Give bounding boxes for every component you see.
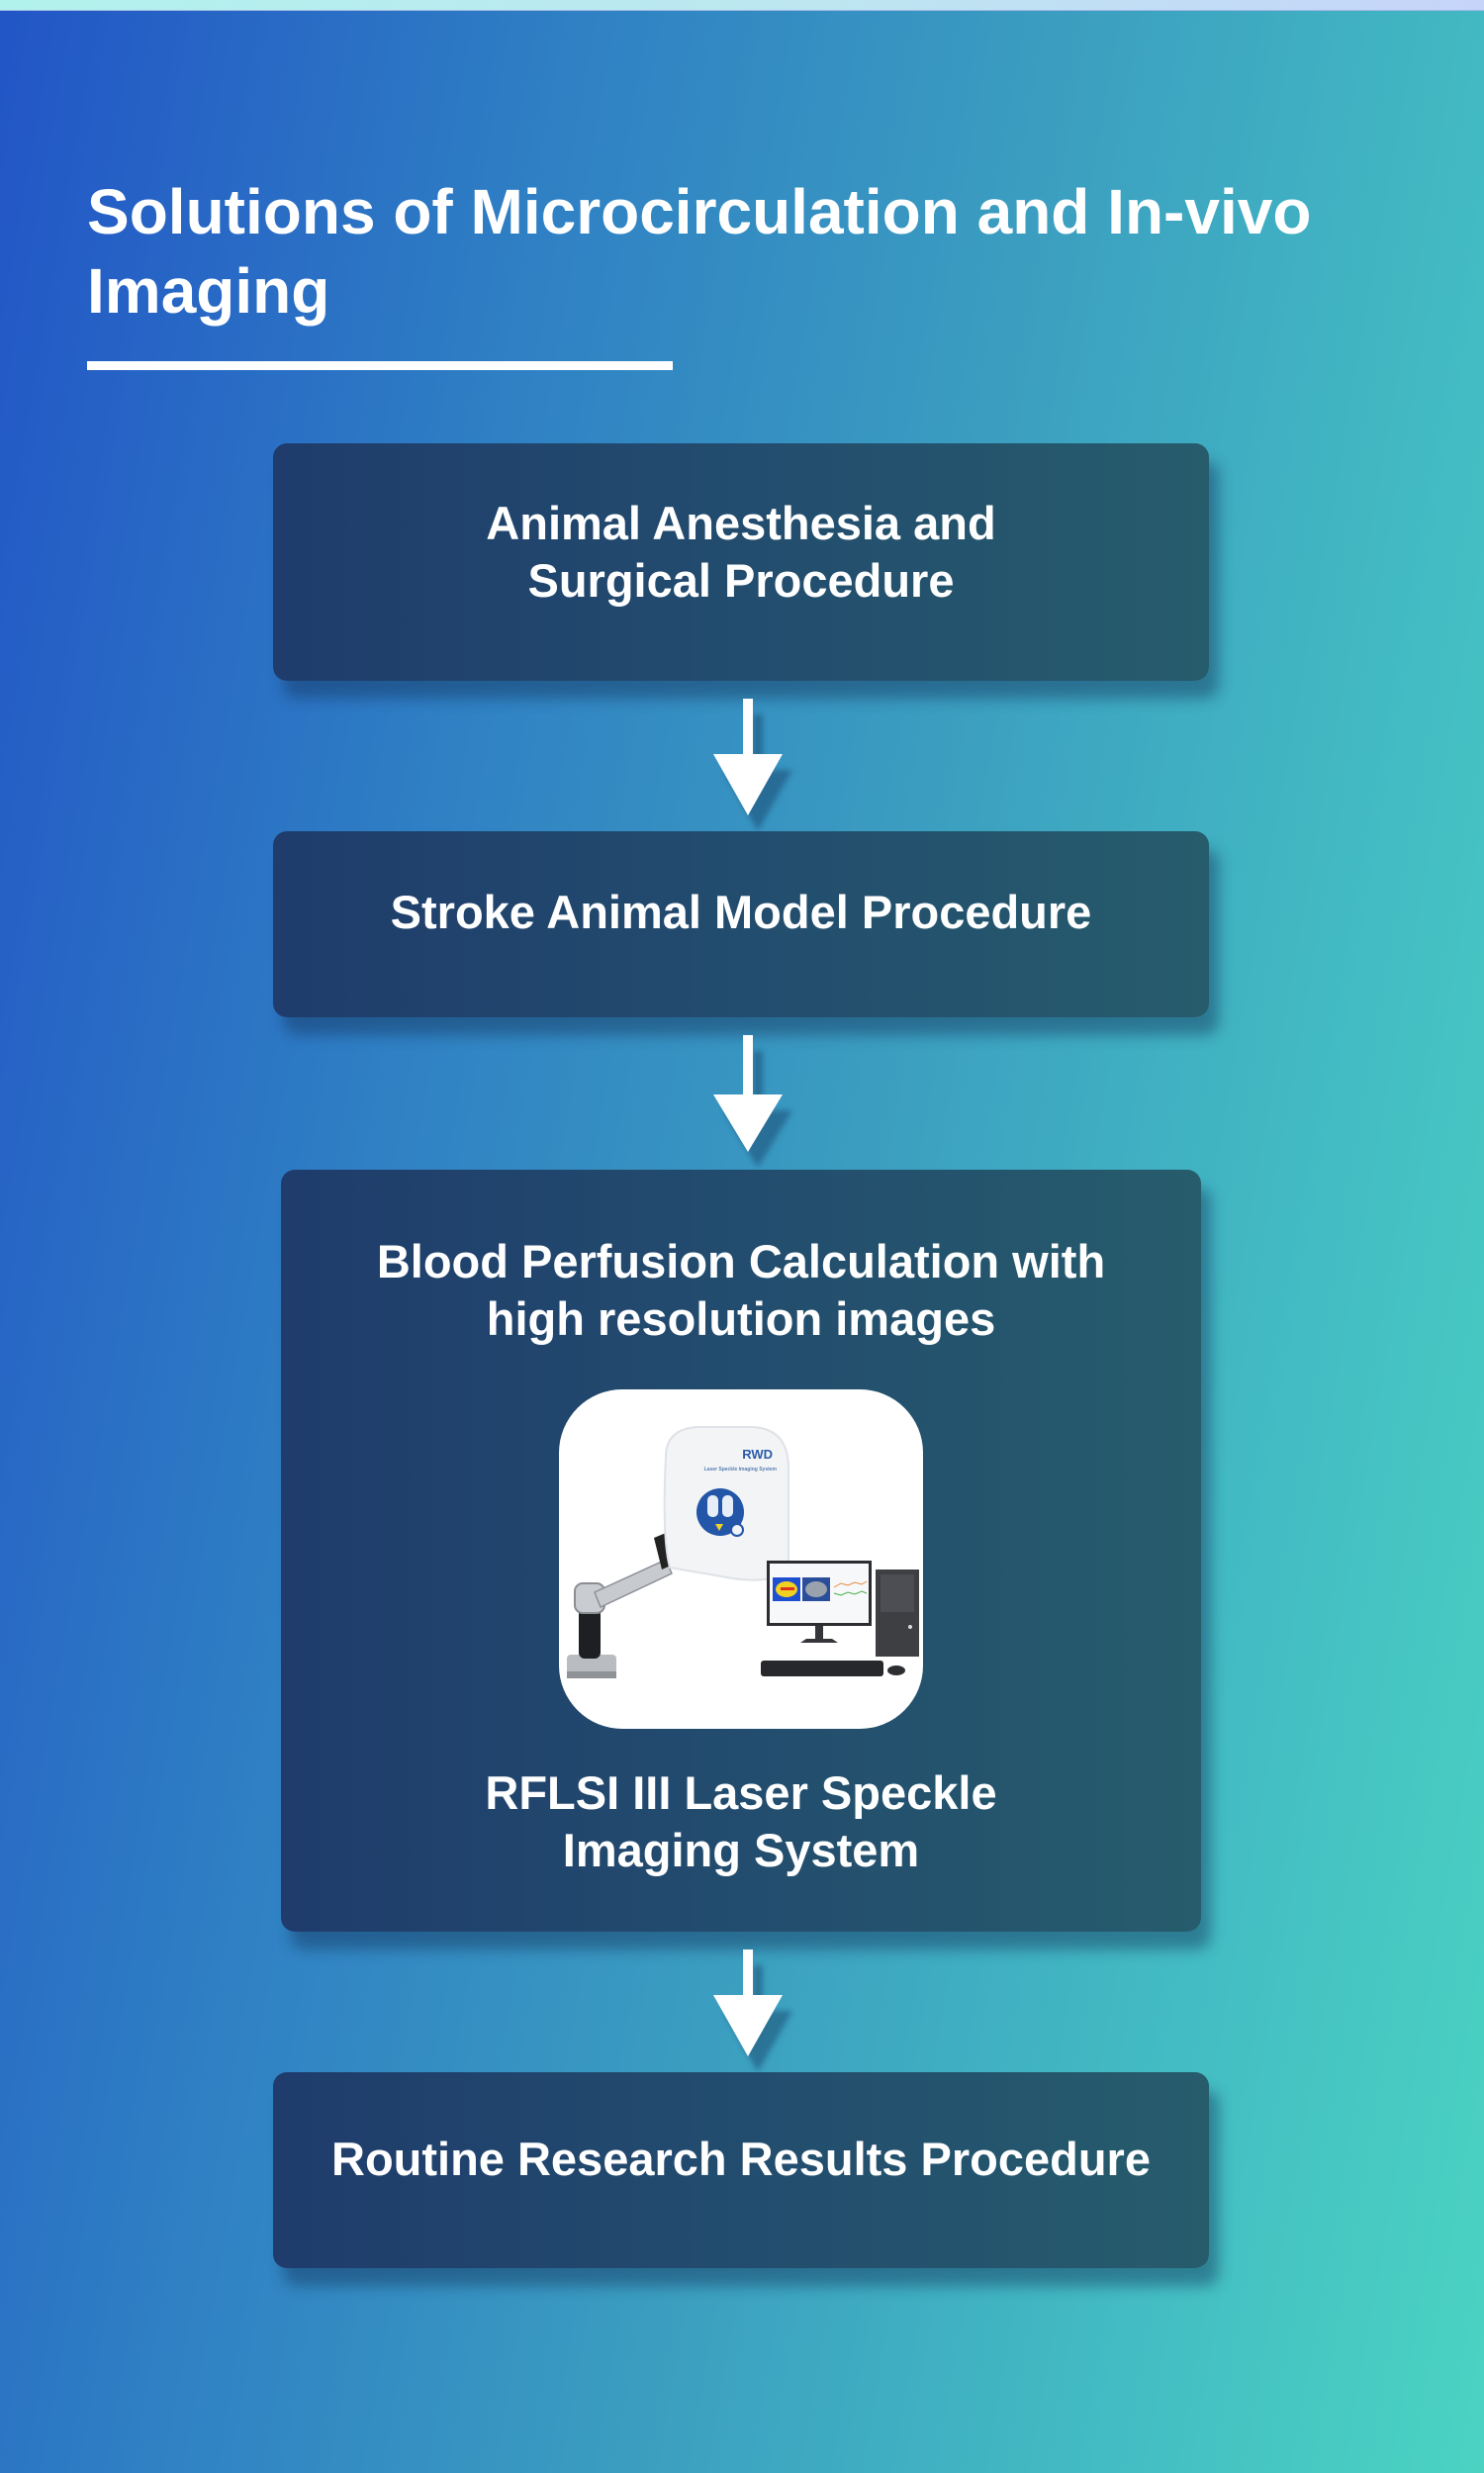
step-label-line: Surgical Procedure	[527, 554, 955, 607]
flow-step-blood-perfusion: Blood Perfusion Calculation with high re…	[281, 1170, 1201, 1932]
caption-line: RFLSI III Laser Speckle	[485, 1766, 997, 1819]
title-underline	[87, 361, 673, 370]
speckle-image	[805, 1581, 827, 1597]
laser-speckle-system-illustration: RWD Laser Speckle Imaging System	[567, 1426, 919, 1678]
step-label: Stroke Animal Model Procedure	[391, 884, 1092, 941]
perfusion-trend-line	[833, 1580, 868, 1588]
articulated-arm	[594, 1558, 673, 1609]
step-label-line: Blood Perfusion Calculation with	[376, 1235, 1106, 1287]
device-image: RWD Laser Speckle Imaging System	[559, 1389, 923, 1729]
perfusion-trend-line	[833, 1590, 868, 1596]
monitor-neck	[815, 1626, 823, 1640]
brand-logo: RWD	[742, 1447, 773, 1462]
keyboard	[761, 1661, 883, 1676]
step-label-line: Animal Anesthesia and	[486, 497, 996, 549]
arrow-down-icon	[713, 1035, 783, 1152]
step-label-line: high resolution images	[486, 1292, 996, 1345]
laser-warning-icon	[715, 1524, 723, 1531]
step-label: Animal Anesthesia and Surgical Procedure	[486, 495, 995, 610]
control-button	[707, 1495, 718, 1517]
monitor-stand	[800, 1639, 838, 1643]
drive-bays	[881, 1574, 914, 1612]
step-label: Routine Research Results Procedure	[331, 2131, 1151, 2188]
arrow-down-icon	[713, 1950, 783, 2056]
control-knob	[730, 1523, 744, 1537]
device-subtitle: Laser Speckle Imaging System	[704, 1467, 778, 1473]
control-button	[722, 1495, 733, 1517]
power-button	[908, 1625, 912, 1629]
flow-step-anesthesia-surgery: Animal Anesthesia and Surgical Procedure	[273, 443, 1209, 681]
stand-base-edge	[567, 1671, 616, 1678]
step-label-line: Stroke Animal Model Procedure	[390, 886, 1092, 938]
step-label-line: Routine Research Results Procedure	[331, 2133, 1151, 2185]
caption-line: Imaging System	[562, 1824, 920, 1876]
perfusion-vessel	[781, 1587, 794, 1590]
flow-step-research-results: Routine Research Results Procedure	[273, 2072, 1209, 2268]
top-accent-strip	[0, 0, 1484, 11]
flow-step-stroke-model: Stroke Animal Model Procedure	[273, 831, 1209, 1017]
mouse	[887, 1665, 905, 1675]
page-title: Solutions of Microcirculation and In-viv…	[87, 176, 1312, 327]
step-label: Blood Perfusion Calculation with high re…	[377, 1233, 1105, 1348]
arrow-down-icon	[713, 699, 783, 815]
device-caption: RFLSI III Laser Speckle Imaging System	[485, 1764, 996, 1879]
